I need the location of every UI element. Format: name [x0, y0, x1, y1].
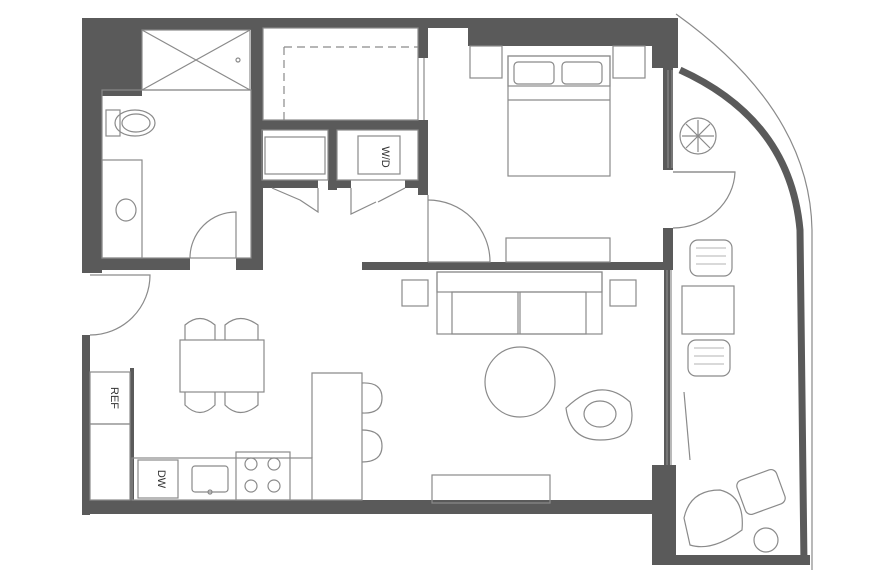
bed-headboard	[507, 55, 611, 87]
wall-top-right-pier	[652, 18, 678, 68]
wall-top-mid	[262, 18, 468, 28]
walk-in-closet	[262, 27, 419, 121]
pillow-left	[513, 61, 555, 85]
wall-corner-block	[82, 18, 142, 96]
toilet-bowl-icon	[114, 109, 156, 137]
balcony-plant-icon	[679, 117, 717, 155]
pillow-right	[561, 61, 603, 85]
balcony-plant-leaves	[682, 120, 714, 152]
faucet-icon	[207, 489, 213, 495]
kitchen-cabinet-left	[89, 423, 131, 501]
fixtures	[89, 27, 786, 553]
kitchen-counter	[131, 457, 313, 501]
balcony-chair-1	[689, 239, 733, 277]
washer-dryer-label: W/D	[379, 146, 391, 167]
balcony-bench	[683, 391, 691, 461]
balcony-bottom-wall	[660, 555, 810, 565]
wall-closet-bottom-r2	[405, 180, 428, 188]
burner-2-icon	[267, 457, 281, 471]
balcony-outer-rail	[675, 13, 813, 570]
lounge-chair	[565, 389, 633, 441]
wall-bottom-right	[652, 465, 676, 565]
bathroom-vanity	[101, 159, 143, 259]
closet-shelf	[261, 129, 329, 181]
closet-shelf-inner	[264, 136, 326, 175]
wall-bath-bottom-2	[236, 258, 263, 270]
balcony-curved-wall	[678, 66, 808, 566]
wall-bath-bottom	[82, 258, 190, 270]
balcony	[660, 13, 813, 570]
nightstand-right	[612, 45, 646, 79]
wall-closet-bottom-l	[262, 180, 318, 188]
dining-chair-1	[184, 317, 216, 340]
wall-closet-right	[418, 28, 428, 58]
bar-stool-2	[361, 429, 383, 463]
refrigerator-label: REF	[108, 387, 120, 409]
balcony-chair-2	[687, 339, 731, 377]
bathroom-door-swing	[189, 211, 237, 259]
washer-dryer-closet	[336, 129, 419, 181]
kitchen-sink-icon	[191, 465, 229, 493]
dishwasher	[137, 459, 179, 499]
burner-4-icon	[267, 479, 281, 493]
bed	[507, 55, 611, 177]
burner-3-icon	[244, 479, 258, 493]
wall-bedroom-living	[362, 262, 672, 270]
bathroom-floor	[101, 89, 252, 259]
dishwasher-label: DW	[155, 470, 167, 489]
washer-dryer-box	[357, 135, 401, 175]
chair-hatching	[694, 247, 726, 365]
balcony-table	[681, 285, 735, 335]
wall-closet-top	[262, 120, 428, 130]
wall-bath-right	[251, 28, 263, 268]
dining-chair-3	[184, 392, 216, 414]
bathroom-sink-icon	[115, 198, 137, 222]
balcony-door-swing	[672, 171, 736, 229]
wall-closet-divider	[328, 120, 337, 190]
wall-bottom	[82, 500, 662, 514]
dining-table	[179, 339, 265, 393]
toilet-tank	[105, 109, 121, 137]
end-table-right	[609, 279, 637, 307]
wall-kitchen-left	[130, 368, 134, 500]
shower-head-icon	[235, 57, 241, 63]
sofa-cushion-left	[451, 291, 519, 335]
kitchen-peninsula	[311, 372, 363, 501]
entry-door-swing	[89, 274, 151, 336]
tv-console	[431, 474, 551, 504]
wd-door-right	[377, 187, 406, 203]
wall-closet-right-2	[418, 120, 428, 195]
end-table-left	[401, 279, 429, 307]
toilet-seat	[121, 113, 151, 133]
bedroom-dresser	[505, 237, 611, 263]
burner-1-icon	[244, 457, 258, 471]
sofa-cushion-right	[519, 291, 587, 335]
dining-chair-4	[224, 392, 259, 414]
wall-bedroom-right-lower	[663, 228, 673, 270]
shower-drain-line-2	[141, 29, 251, 91]
stove	[235, 451, 291, 501]
balcony-lounge-1	[683, 489, 743, 548]
lounge-chair-seat	[583, 400, 617, 428]
bedroom-door-swing	[427, 199, 491, 263]
closet-door-left	[271, 187, 319, 214]
wall-closet-bottom-r	[337, 180, 351, 188]
wd-door-left	[350, 188, 377, 215]
bar-stool-1	[361, 382, 383, 414]
coffee-table	[484, 346, 556, 418]
walls	[82, 18, 678, 565]
balcony-lounge-2	[736, 468, 786, 516]
balcony-side-table	[753, 527, 779, 553]
wall-top-right	[468, 18, 678, 46]
nightstand-left	[469, 45, 503, 79]
wall-left-kitchen	[82, 368, 90, 515]
sofa-back	[436, 271, 603, 293]
dining-chair-2	[224, 317, 259, 340]
